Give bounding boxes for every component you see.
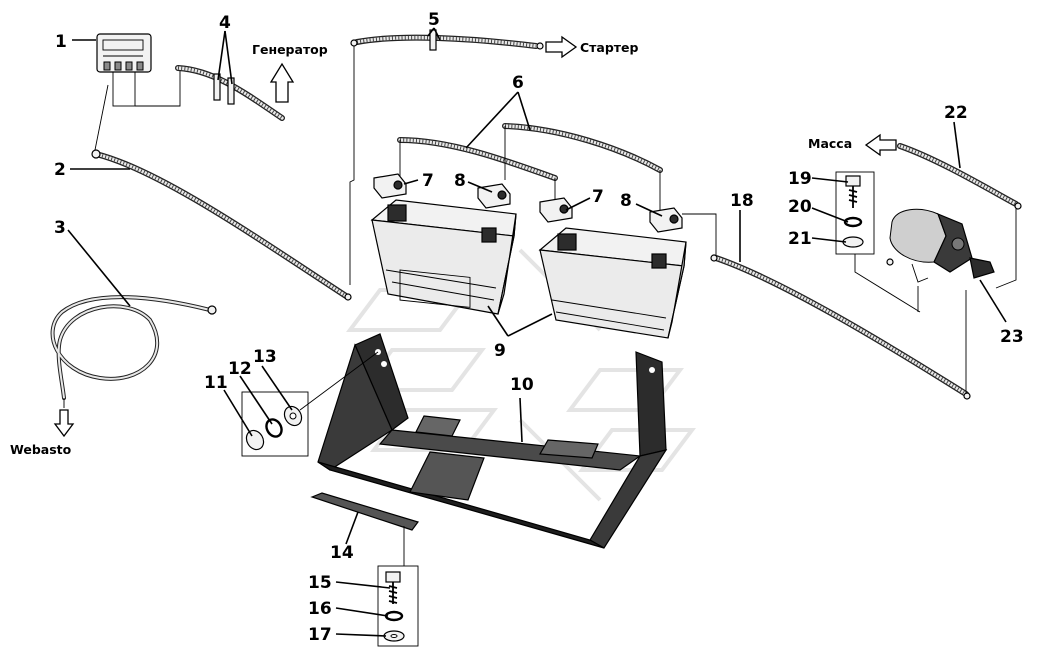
callout-13: 13 bbox=[253, 347, 277, 367]
leader-lines bbox=[67, 27, 1007, 637]
callout-20: 20 bbox=[788, 197, 812, 217]
callout-21: 21 bbox=[788, 229, 812, 249]
callout-22: 22 bbox=[944, 103, 968, 123]
part-5-starter-cable bbox=[349, 29, 544, 285]
part-1-switch-module bbox=[96, 33, 181, 107]
callout-7-right: 7 bbox=[592, 187, 604, 207]
callout-9: 9 bbox=[494, 341, 506, 361]
callout-numbers: 1 2 3 4 5 6 7 8 7 8 9 10 11 12 13 14 15 … bbox=[54, 10, 1024, 645]
callout-7-left: 7 bbox=[422, 171, 434, 191]
part-6-jumper-cables bbox=[397, 123, 663, 212]
part-9-battery-left bbox=[370, 199, 517, 315]
callout-11: 11 bbox=[204, 373, 228, 393]
callout-15: 15 bbox=[308, 573, 332, 593]
part-23-disconnect-switch bbox=[886, 208, 995, 312]
webasto-arrow bbox=[53, 409, 75, 438]
parts-15-17-bolt-set bbox=[377, 565, 419, 647]
part-3-webasto-wire bbox=[50, 295, 217, 408]
callout-4: 4 bbox=[219, 13, 231, 33]
callout-18: 18 bbox=[730, 191, 754, 211]
callout-1: 1 bbox=[55, 32, 67, 52]
part-10-battery-tray bbox=[317, 333, 668, 549]
callout-3: 3 bbox=[54, 218, 66, 238]
part-4-generator-cable bbox=[175, 65, 285, 121]
part-7-terminal-right bbox=[539, 197, 573, 223]
generator-arrow bbox=[269, 62, 295, 103]
callout-8-left: 8 bbox=[454, 171, 466, 191]
starter-label: Стартер bbox=[580, 40, 639, 55]
callout-19: 19 bbox=[788, 169, 812, 189]
ground-label: Масса bbox=[808, 136, 852, 151]
generator-label: Генератор bbox=[252, 42, 328, 57]
callout-14: 14 bbox=[330, 543, 354, 563]
callout-17: 17 bbox=[308, 625, 332, 645]
callout-8-right: 8 bbox=[620, 191, 632, 211]
callout-6: 6 bbox=[512, 73, 524, 93]
part-2-cable bbox=[91, 84, 352, 301]
callout-16: 16 bbox=[308, 599, 332, 619]
part-22-ground-cable bbox=[897, 143, 1022, 289]
part-18-cable bbox=[710, 254, 971, 400]
callout-23: 23 bbox=[1000, 327, 1024, 347]
parts-19-21-bolt-set bbox=[835, 171, 921, 313]
callout-2: 2 bbox=[54, 160, 66, 180]
ground-arrow bbox=[864, 133, 897, 157]
starter-arrow bbox=[545, 35, 578, 59]
callout-12: 12 bbox=[228, 359, 252, 379]
part-14-strap-bar bbox=[310, 492, 419, 566]
part-7-terminal-left bbox=[373, 173, 407, 199]
callout-5: 5 bbox=[428, 10, 440, 30]
webasto-label: Webasto bbox=[10, 442, 72, 457]
destination-labels: Генератор Стартер Масса Webasto bbox=[10, 40, 852, 457]
part-9-battery-right bbox=[538, 227, 687, 339]
callout-10: 10 bbox=[510, 375, 534, 395]
